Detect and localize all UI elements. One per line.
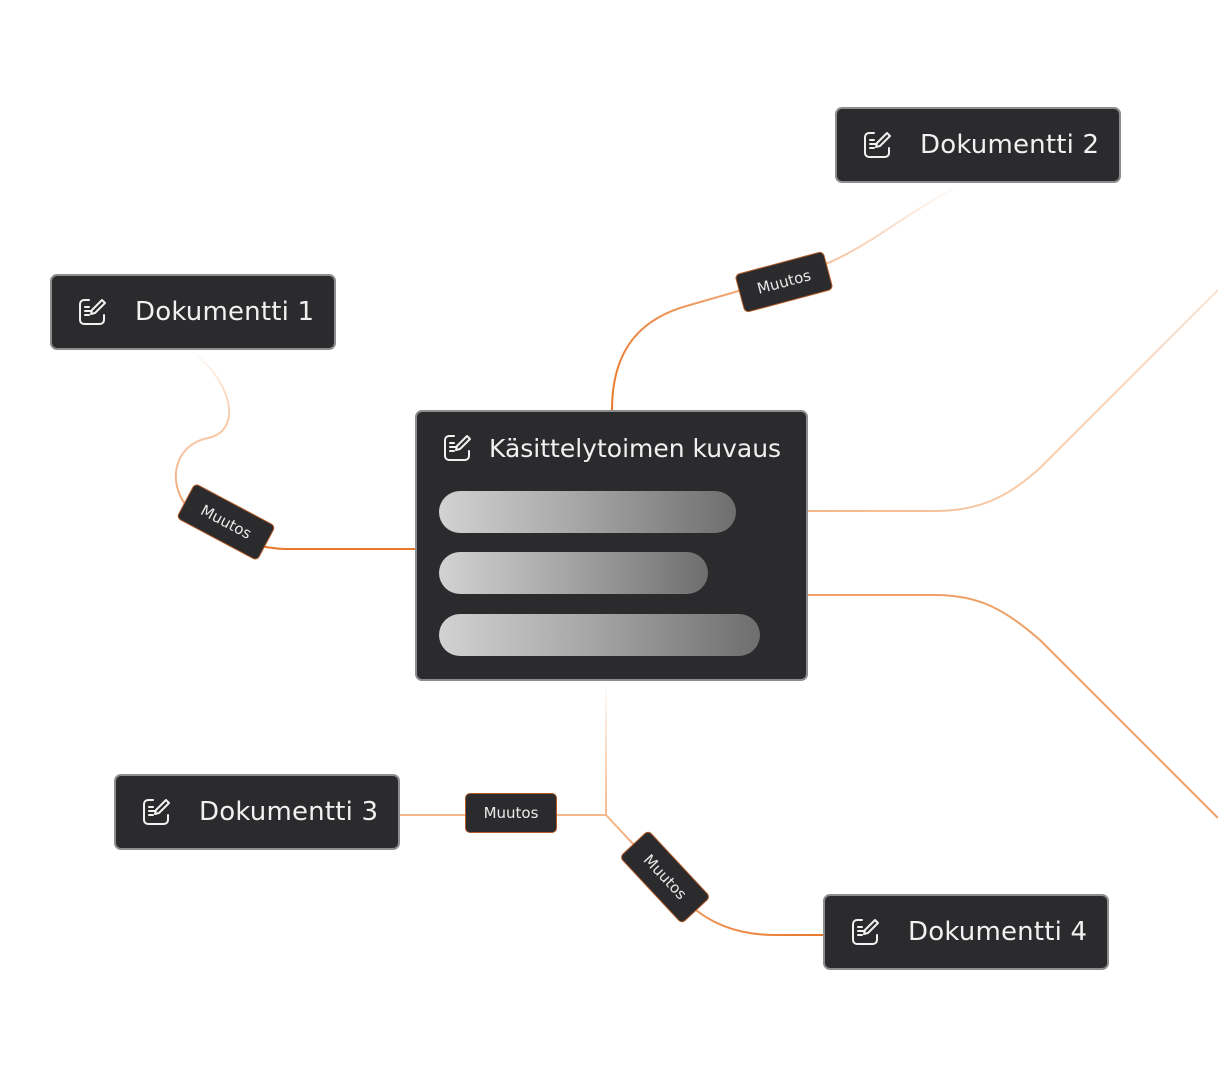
- document-label: Dokumentti 2: [920, 130, 1100, 160]
- edge-label-doc3[interactable]: Muutos: [465, 793, 557, 833]
- placeholder-bar: [439, 491, 736, 533]
- center-node[interactable]: Käsittelytoimen kuvaus: [415, 410, 808, 681]
- document-label: Dokumentti 4: [908, 917, 1088, 947]
- document-label: Dokumentti 1: [135, 297, 315, 327]
- center-node-title: Käsittelytoimen kuvaus: [489, 433, 782, 463]
- edit-document-icon: [852, 919, 879, 945]
- placeholder-bar: [439, 552, 708, 594]
- edit-document-icon: [444, 435, 471, 461]
- edit-document-icon: [143, 799, 170, 825]
- document-node-3[interactable]: Dokumentti 3: [114, 774, 400, 850]
- document-label: Dokumentti 3: [199, 797, 379, 827]
- edit-document-icon: [864, 132, 891, 158]
- document-node-2[interactable]: Dokumentti 2: [835, 107, 1121, 183]
- placeholder-bar: [439, 614, 760, 656]
- center-node-header: Käsittelytoimen kuvaus: [441, 432, 781, 464]
- document-node-1[interactable]: Dokumentti 1: [50, 274, 336, 350]
- edge-right-upper: [808, 289, 1218, 512]
- document-node-4[interactable]: Dokumentti 4: [823, 894, 1109, 970]
- edge-right-lower: [808, 594, 1218, 819]
- edit-document-icon: [79, 299, 106, 325]
